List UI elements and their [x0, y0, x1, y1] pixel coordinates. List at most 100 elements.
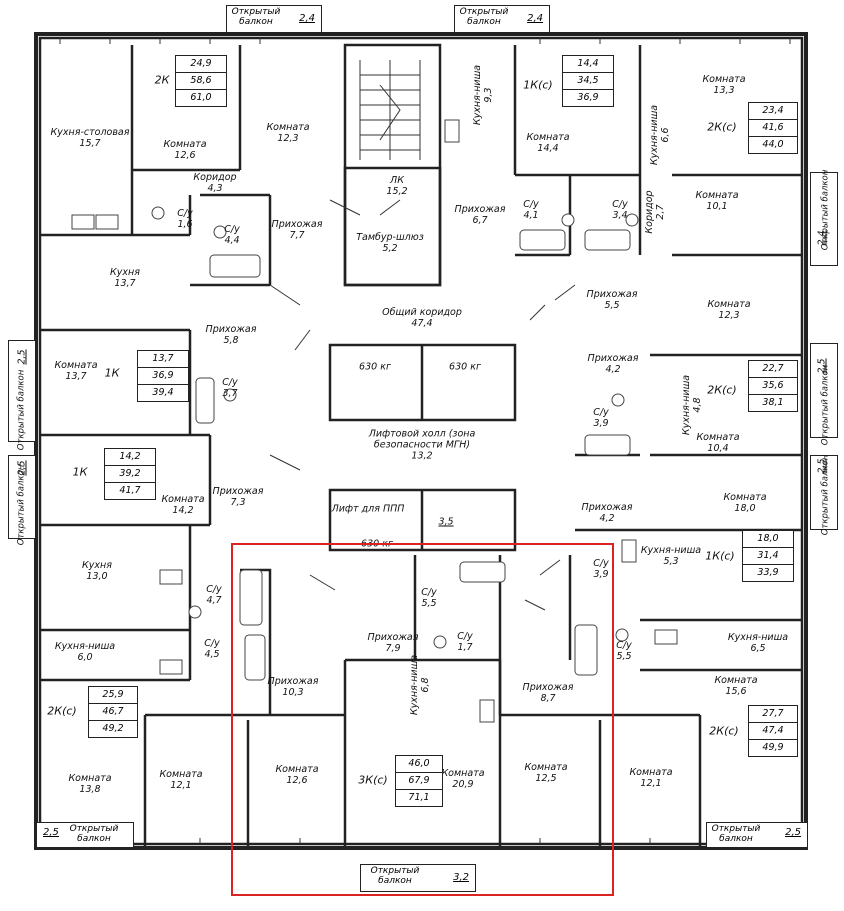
balcony-right-2	[810, 343, 838, 438]
balcony-area: 2,5	[16, 349, 28, 365]
apartment-type: 3К(с)	[358, 773, 388, 787]
apartment-type: 2К(с)	[707, 120, 737, 134]
room-label: 3,5	[438, 516, 454, 528]
balcony-top-2: Открытый балкон 2,4	[454, 5, 550, 33]
balcony-left-1	[8, 340, 36, 442]
stair-core	[343, 43, 442, 287]
lift-label: 630 кг	[359, 361, 391, 373]
balcony-label: Открытый балкон	[16, 369, 27, 451]
balcony-label: Открытый балкон	[231, 7, 281, 27]
balcony-label: Открытый балкон	[69, 824, 119, 844]
balcony-area: 2,4	[299, 13, 315, 24]
balcony-area: 2,5	[816, 358, 828, 374]
balcony-label: Открытый балкон	[370, 866, 420, 886]
balcony-right-1	[810, 172, 838, 266]
room-label: Лифтовой холл (зона безопасности МГН)13,…	[368, 428, 476, 462]
apartment-type: 2К(с)	[47, 704, 77, 718]
balcony-label: Открытый балкон	[459, 7, 509, 27]
apartment-type: 2К(с)	[709, 724, 739, 738]
balcony-area: 2,5	[43, 827, 59, 838]
lift-shafts	[328, 343, 517, 552]
door-swings	[269, 199, 576, 611]
lift-label: 630 кг	[449, 361, 481, 373]
balcony-area: 2,4	[527, 13, 543, 24]
balcony-area: 2,5	[785, 827, 801, 838]
apartment-type: 1К(с)	[705, 549, 735, 563]
apartment-type: 2К	[154, 73, 170, 87]
balcony-bottom-right: Открытый балкон 2,5	[706, 822, 808, 848]
balcony-area: 3,2	[453, 872, 469, 883]
highlight-frame	[231, 543, 614, 896]
balcony-label: Открытый балкон	[711, 824, 761, 844]
apartment-type: 2К(с)	[707, 383, 737, 397]
balcony-label: Открытый балкон	[820, 364, 831, 446]
balcony-bottom-left: Открытый балкон 2,5	[36, 822, 134, 848]
balcony-area: 2,5	[16, 460, 28, 476]
balcony-bottom-center: Открытый балкон 3,2	[360, 864, 476, 892]
balcony-left-2	[8, 455, 36, 539]
apartment-type: 1К(с)	[523, 78, 553, 92]
balcony-right-3	[810, 455, 838, 530]
balcony-label: Открытый балкон	[16, 464, 27, 546]
fixtures	[71, 119, 678, 723]
balcony-area: 2,5	[816, 458, 828, 474]
balcony-area: 2,4	[816, 230, 828, 246]
